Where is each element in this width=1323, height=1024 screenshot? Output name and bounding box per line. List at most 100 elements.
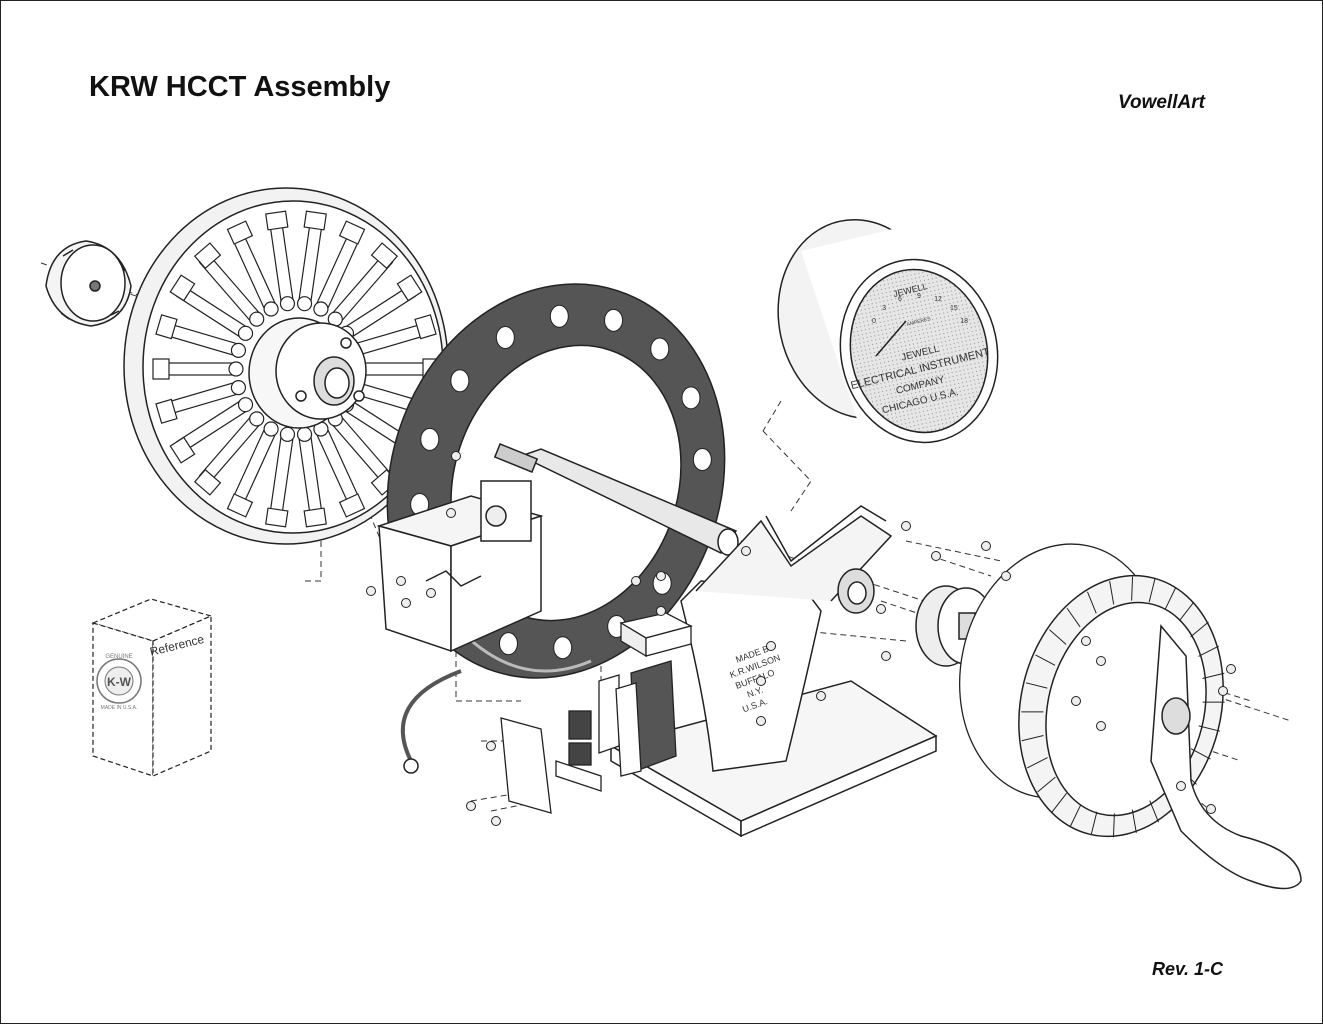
fasteners	[366, 451, 1236, 826]
fastener	[1226, 664, 1236, 674]
brush-arm	[296, 426, 327, 528]
brush-arm	[226, 421, 279, 518]
brush-arm	[265, 210, 296, 312]
wheel-segment	[1037, 776, 1056, 793]
wheel-segment	[1178, 601, 1195, 622]
fastener	[1001, 571, 1011, 581]
fastener	[1096, 721, 1106, 731]
ring-hole	[498, 632, 518, 656]
ring-hole	[549, 304, 569, 328]
handwheel	[1018, 574, 1302, 890]
fastener	[366, 586, 376, 596]
fastener	[981, 541, 991, 551]
brush-arm	[296, 210, 327, 312]
fastener	[816, 691, 826, 701]
fastener	[426, 588, 436, 598]
wheel-segment	[1148, 578, 1156, 603]
wheel-segment	[1112, 813, 1115, 838]
wheel-segment	[1131, 576, 1134, 601]
fastener	[401, 598, 411, 608]
fastener	[876, 604, 886, 614]
wheel-segment	[1035, 654, 1056, 666]
wheel-segment	[1131, 809, 1137, 833]
wheel-segment	[1190, 621, 1209, 638]
svg-text:GENUINE: GENUINE	[105, 654, 132, 660]
wheel-segment	[1198, 725, 1221, 732]
brush-arm	[169, 274, 254, 341]
wheel-segment	[1190, 748, 1211, 760]
brush-arm	[313, 220, 366, 317]
fastener	[1071, 696, 1081, 706]
brush-arm	[327, 242, 399, 327]
brush-arm	[226, 220, 279, 317]
meter-needle	[875, 320, 907, 357]
brush-arm	[193, 411, 265, 496]
ring-hole	[681, 386, 701, 410]
brush-arm	[193, 242, 265, 327]
wheel-segment	[1049, 629, 1067, 645]
fastener	[931, 551, 941, 561]
fastener	[1096, 656, 1106, 666]
terminal-parts	[500, 612, 693, 814]
wheel-segment	[1090, 811, 1098, 836]
ring-hole	[420, 427, 440, 451]
meter-scale-label: AMPERES	[906, 316, 932, 328]
meter-tick-label: 6	[898, 296, 902, 303]
meter-tick-label: 3	[882, 305, 886, 312]
ammeter	[777, 218, 999, 444]
fastener	[756, 716, 766, 726]
ring-hole	[495, 326, 515, 350]
wheel-segment	[1087, 591, 1097, 614]
svg-text:MADE IN U.S.A.: MADE IN U.S.A.	[101, 705, 138, 711]
brush-arm	[152, 358, 244, 380]
ring-hole	[450, 369, 470, 393]
wheel-segment	[1198, 645, 1219, 657]
fastener	[631, 576, 641, 586]
ring-hole	[604, 308, 624, 332]
meter-tick-label: 18	[960, 318, 968, 325]
fastener	[486, 741, 496, 751]
page-title: KRW HCCT Assembly	[89, 71, 391, 103]
ring-hole	[692, 448, 712, 472]
fastener	[446, 508, 456, 518]
wheel-segment	[1149, 800, 1159, 823]
brush-arm	[169, 397, 254, 464]
ground-wire	[400, 669, 462, 762]
brush-arm	[265, 426, 296, 528]
fastener	[466, 801, 476, 811]
fastener	[1081, 636, 1091, 646]
meter-tick-label: 12	[934, 296, 942, 303]
revision-label: Rev. 1-C	[1152, 959, 1224, 979]
fastener	[491, 816, 501, 826]
svg-text:K-W: K-W	[107, 675, 132, 689]
wire-lug	[403, 758, 419, 774]
fastener	[1176, 781, 1186, 791]
ring-hole	[553, 636, 573, 660]
knob-cap	[45, 240, 132, 327]
bracket-box	[376, 480, 544, 653]
wheel-segment	[1202, 672, 1225, 680]
meter-tick-label: 15	[950, 305, 958, 312]
fastener	[656, 571, 666, 581]
brush-arm	[155, 314, 247, 359]
fastener	[741, 546, 751, 556]
wheel-segment	[1164, 587, 1177, 610]
brush-arm	[155, 379, 247, 424]
fastener	[451, 451, 461, 461]
fastener	[766, 641, 776, 651]
ring-hole	[650, 337, 670, 361]
wheel-segment	[1025, 682, 1048, 689]
wheel-segment	[1021, 734, 1044, 742]
meter-tick-label: 0	[872, 318, 876, 325]
fastener	[881, 651, 891, 661]
kw-logo: K-W GENUINE MADE IN U.S.A.	[96, 654, 142, 711]
wheel-segment	[1051, 792, 1068, 813]
fastener	[656, 606, 666, 616]
wheel-segment	[1109, 581, 1115, 605]
fastener	[901, 521, 911, 531]
wheel-segment	[1069, 804, 1082, 827]
stand-base	[609, 505, 938, 838]
